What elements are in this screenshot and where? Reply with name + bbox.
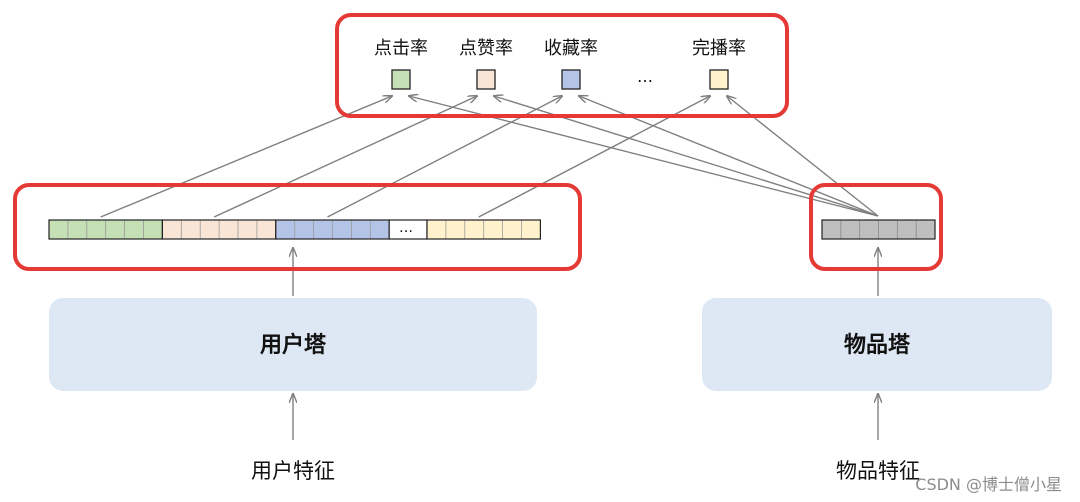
metric-label-like-rate: 点赞率 — [459, 38, 513, 59]
user-tower-label: 用户塔 — [260, 332, 327, 358]
metric-label-click-rate: 点击率 — [374, 38, 428, 59]
item-features-label: 物品特征 — [836, 459, 920, 483]
user-vector — [48, 219, 542, 240]
metric-square-like-rate — [476, 69, 496, 90]
item-vector-highlight-box — [809, 183, 943, 271]
metrics-ellipsis: … — [637, 67, 653, 86]
user-vector-group-border — [426, 219, 542, 240]
user-to-metric-arrow — [100, 96, 392, 218]
user-features-label: 用户特征 — [251, 459, 335, 483]
watermark: CSDN @博士僧小星 — [915, 475, 1062, 494]
metric-square-completion-rate — [709, 69, 729, 90]
user-vector-highlight-box — [13, 183, 582, 271]
metric-square-favorite-rate — [561, 69, 581, 90]
user-vector-ellipsis: … — [399, 220, 413, 236]
connection-arrows — [100, 96, 878, 440]
user-tower-box — [49, 298, 537, 391]
metric-label-favorite-rate: 收藏率 — [544, 38, 598, 59]
item-tower-box — [702, 298, 1052, 391]
metric-label-completion-rate: 完播率 — [692, 38, 746, 59]
item-vector-border — [821, 219, 936, 240]
user-vector-segment — [389, 220, 427, 239]
item-tower-label: 物品塔 — [844, 332, 911, 358]
metrics-highlight-box — [335, 13, 789, 118]
item-vector — [821, 219, 936, 240]
metric-square-click-rate — [391, 69, 411, 90]
